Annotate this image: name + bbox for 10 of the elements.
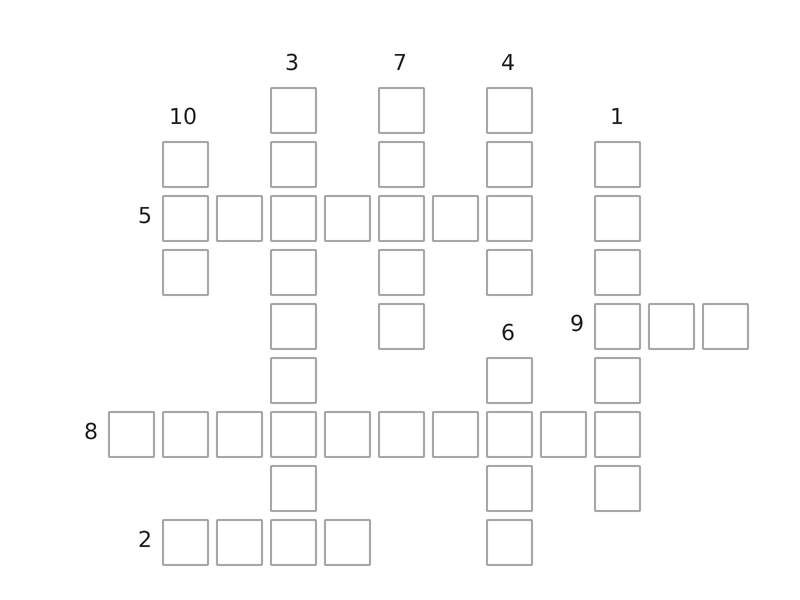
clue-number: 2 [138,528,152,554]
clue-number: 6 [501,321,515,347]
clue-number: 4 [501,51,515,77]
clue-number: 7 [393,51,407,77]
clue-number: 9 [570,312,584,338]
clue-number: 8 [84,420,98,446]
clue-number: 3 [285,51,299,77]
clue-number: 5 [138,204,152,230]
clue-number: 10 [169,105,197,131]
clue-number: 1 [610,105,624,131]
